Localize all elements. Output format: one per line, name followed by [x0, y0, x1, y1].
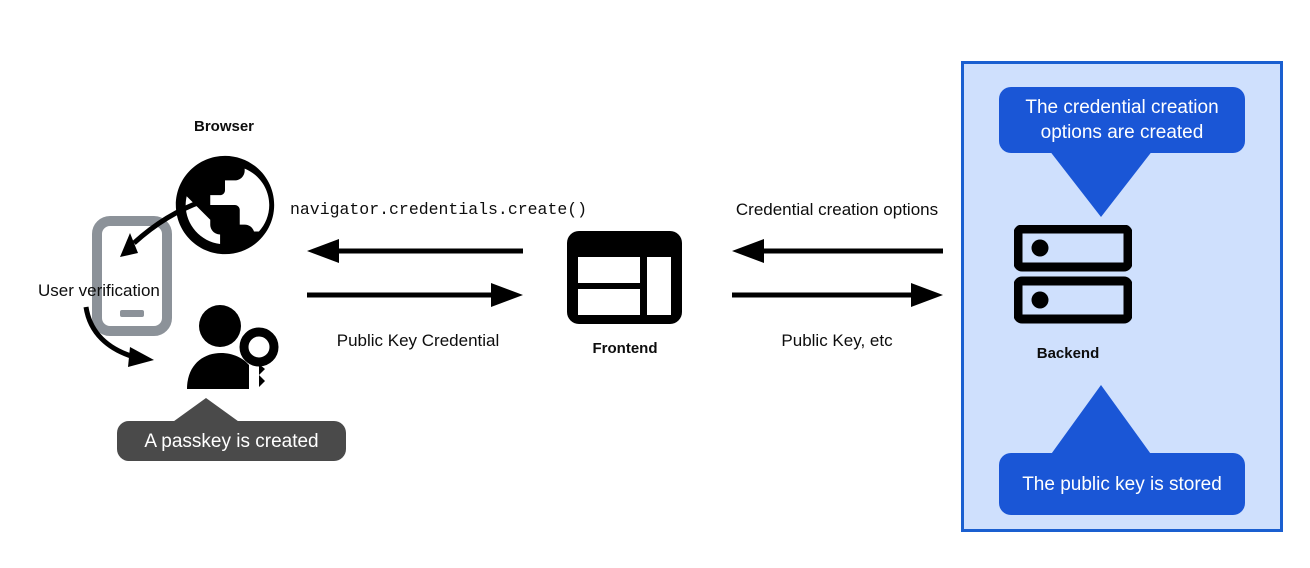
user-with-key-icon — [187, 305, 279, 389]
frontend-label: Frontend — [592, 340, 658, 357]
passkey-callout-tail-icon — [170, 398, 242, 424]
browser-label: Browser — [193, 118, 255, 135]
left-flow-arrow-to-browser — [307, 239, 523, 263]
backend-callout-bottom-tail-icon — [1049, 385, 1153, 457]
backend-callout-top-tail-icon — [1049, 150, 1153, 217]
right-flow-arrow-to-backend — [732, 283, 943, 307]
backend-callout-top: The credential creation options are crea… — [999, 87, 1245, 153]
left-flow-arrow-to-frontend — [307, 283, 523, 307]
backend-callout-bottom: The public key is stored — [999, 453, 1245, 515]
backend-callout-bottom-text: The public key is stored — [1022, 473, 1222, 495]
browser-to-phone-arrow-icon — [120, 198, 204, 257]
smartphone-icon — [92, 216, 172, 336]
user-verification-label: User verification — [38, 281, 160, 300]
left-flow-bottom-label: Public Key Credential — [336, 331, 500, 350]
backend-callout-top-text: The credential creation options are crea… — [1025, 97, 1219, 143]
right-flow-top-label: Credential creation options — [735, 200, 939, 219]
phone-to-user-arrow-icon — [83, 306, 154, 367]
right-flow-bottom-label: Public Key, etc — [781, 331, 893, 350]
passkey-callout-text: A passkey is created — [144, 430, 319, 452]
left-flow-top-label: navigator.credentials.create() — [290, 200, 588, 219]
globe-icon — [175, 155, 275, 255]
backend-label: Backend — [1036, 345, 1100, 362]
right-flow-arrow-to-frontend — [732, 239, 943, 263]
server-rack-icon — [1014, 225, 1132, 324]
passkey-callout: A passkey is created — [117, 421, 346, 461]
browser-window-layout-icon — [567, 231, 682, 324]
